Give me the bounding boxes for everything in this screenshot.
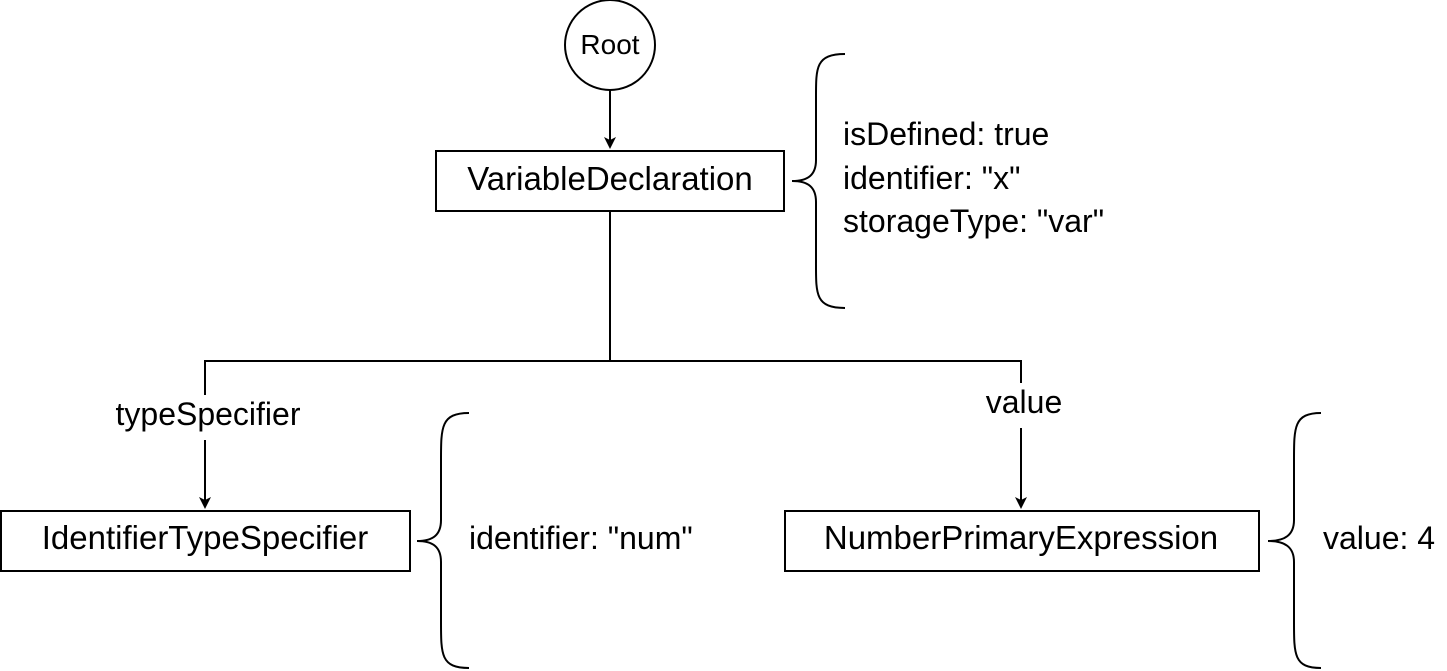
variable-declaration-property: identifier: "x" — [843, 160, 1020, 196]
variable-declaration-node — [435, 150, 785, 212]
number-primary-expression-property: value: 4 — [1323, 520, 1435, 556]
number-primary-expression-label: NumberPrimaryExpression — [824, 519, 1218, 556]
identifier-type-specifier-label: IdentifierTypeSpecifier — [42, 519, 369, 556]
number-primary-expression-node — [784, 510, 1260, 572]
value-edge-label: value — [986, 384, 1063, 420]
variable-declaration-properties-brace — [791, 53, 846, 309]
number-primary-expression-properties-brace — [1267, 412, 1322, 669]
identifier-type-specifier-property: identifier: "num" — [469, 520, 693, 556]
root-label: Root — [580, 29, 639, 60]
identifier-type-specifier-properties-brace — [416, 412, 470, 669]
children-connector-line — [204, 360, 1022, 395]
variable-declaration-label: VariableDeclaration — [467, 160, 753, 197]
identifier-type-specifier-node — [0, 510, 411, 572]
variable-declaration-property: storageType: "var" — [843, 203, 1104, 239]
variable-declaration-property: isDefined: true — [843, 116, 1049, 152]
type-specifier-edge-label: typeSpecifier — [116, 396, 301, 432]
